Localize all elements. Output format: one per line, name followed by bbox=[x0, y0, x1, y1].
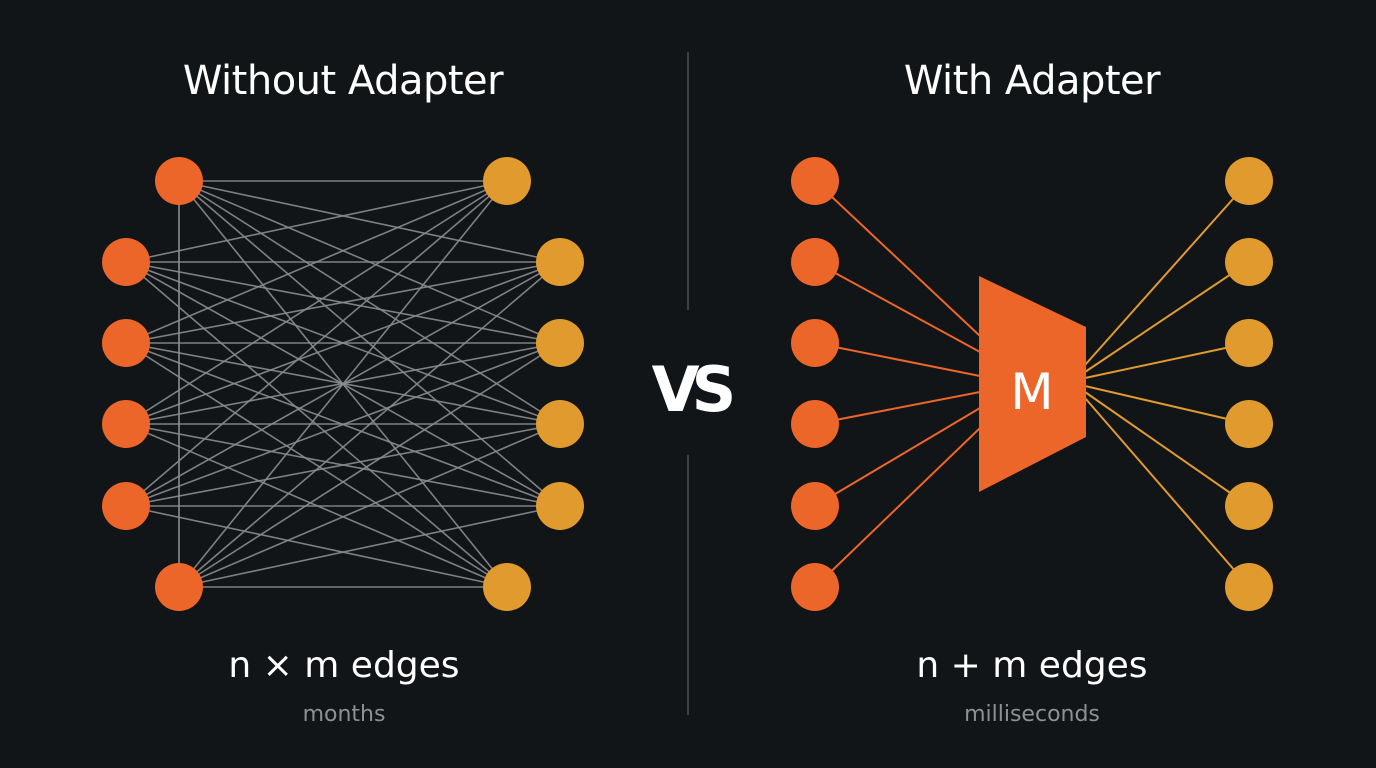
mesh-edges bbox=[125, 180, 561, 588]
mesh-edge bbox=[178, 423, 561, 588]
source-node bbox=[155, 563, 203, 611]
source-node bbox=[102, 482, 150, 530]
vs-label: VS bbox=[640, 345, 740, 435]
hub-edge-in bbox=[814, 427, 981, 588]
mesh-edge bbox=[125, 505, 508, 588]
hub-edge-in bbox=[814, 391, 981, 425]
target-node bbox=[1225, 482, 1273, 530]
mesh-edge bbox=[178, 342, 561, 588]
hub-edges bbox=[814, 180, 1250, 588]
hub-edge-out bbox=[1084, 180, 1250, 366]
source-node bbox=[791, 400, 839, 448]
target-node bbox=[536, 482, 584, 530]
target-node bbox=[1225, 157, 1273, 205]
adapter-label: M bbox=[1010, 363, 1053, 421]
source-node bbox=[791, 563, 839, 611]
mesh-edge bbox=[125, 180, 508, 263]
right-edges-formula: n + m edges bbox=[916, 645, 1148, 686]
hub-edge-in bbox=[814, 407, 981, 507]
divider-bottom bbox=[687, 455, 689, 715]
vs-text: VS bbox=[651, 353, 737, 426]
source-node bbox=[791, 238, 839, 286]
target-node bbox=[1225, 319, 1273, 367]
source-node bbox=[102, 400, 150, 448]
source-node bbox=[791, 157, 839, 205]
divider-top bbox=[687, 52, 689, 310]
hub-edge-out bbox=[1084, 261, 1250, 373]
hub-edge-in bbox=[814, 261, 981, 353]
mesh-edge bbox=[125, 342, 561, 507]
right-nodes bbox=[791, 157, 1273, 611]
mesh-edge bbox=[178, 505, 561, 588]
source-node bbox=[791, 482, 839, 530]
target-node bbox=[483, 157, 531, 205]
source-node bbox=[102, 238, 150, 286]
source-node bbox=[791, 319, 839, 367]
mesh-edge bbox=[178, 180, 561, 263]
mesh-edge bbox=[125, 261, 561, 425]
target-node bbox=[1225, 563, 1273, 611]
adapter-block bbox=[979, 276, 1086, 492]
mesh-edge bbox=[178, 180, 508, 588]
mesh-edge bbox=[125, 180, 508, 425]
left-title: Without Adapter bbox=[182, 58, 504, 104]
right-title: With Adapter bbox=[903, 58, 1161, 104]
hub-edge-out bbox=[1084, 397, 1250, 588]
target-node bbox=[536, 400, 584, 448]
target-node bbox=[1225, 400, 1273, 448]
mesh-edge bbox=[125, 180, 508, 507]
mesh-edge bbox=[125, 423, 561, 507]
left-nodes bbox=[102, 157, 584, 611]
target-node bbox=[536, 319, 584, 367]
mesh-edge bbox=[125, 180, 508, 344]
mesh-edge bbox=[178, 261, 561, 588]
hub-edge-in bbox=[814, 342, 981, 377]
hub-edge-out bbox=[1084, 391, 1250, 507]
left-time-label: months bbox=[302, 702, 386, 727]
hub-edge-out bbox=[1084, 342, 1250, 379]
target-node bbox=[536, 238, 584, 286]
target-node bbox=[1225, 238, 1273, 286]
hub-edge-in bbox=[814, 180, 981, 337]
mesh-edge bbox=[125, 261, 561, 344]
left-edges-formula: n × m edges bbox=[228, 645, 460, 686]
hub-edge-out bbox=[1084, 385, 1250, 425]
target-node bbox=[483, 563, 531, 611]
right-time-label: milliseconds bbox=[964, 702, 1100, 727]
source-node bbox=[155, 157, 203, 205]
source-node bbox=[102, 319, 150, 367]
